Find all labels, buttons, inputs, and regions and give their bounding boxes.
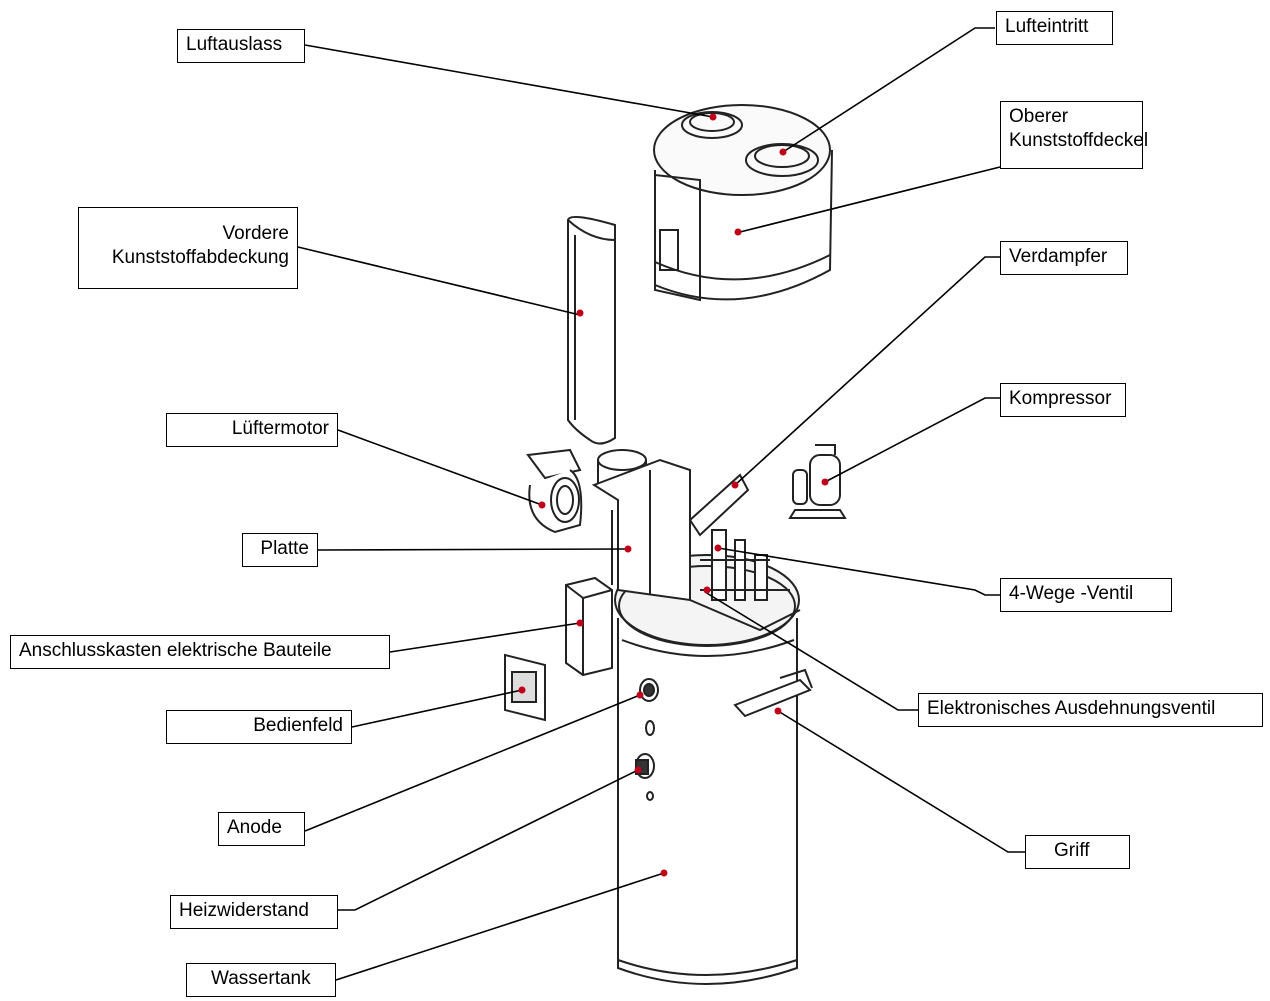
label-vordere-line2: Kunststoffabdeckung: [111, 247, 289, 268]
compressor-part: [788, 444, 847, 519]
small-port: [646, 791, 654, 801]
fan-motor-part: [526, 448, 583, 534]
label-lufteintritt: Lufteintritt: [996, 11, 1113, 45]
label-vordere-line1: Vordere: [222, 223, 289, 244]
label-anode: Anode: [218, 812, 305, 846]
label-vordere-kunststoffabdeckung: Vordere Kunststoffabdeckung: [78, 207, 298, 289]
plate-part: [591, 458, 691, 602]
label-bedienfeld: Bedienfeld: [166, 710, 352, 744]
top-cover: [653, 104, 833, 302]
label-ausdehnungsventil: Elektronisches Ausdehnungsventil: [918, 693, 1263, 727]
control-panel-part: [504, 653, 546, 722]
label-luftauslass: Luftauslass: [177, 29, 305, 63]
valve-cluster: [689, 529, 801, 632]
label-oberer-kunststoffdeckel: Oberer Kunststoffdeckel: [1000, 101, 1149, 169]
label-heizwiderstand: Heizwiderstand: [170, 895, 338, 929]
leader-lines: [297, 27, 1025, 981]
label-4-wege-ventil: 4-Wege -Ventil: [1000, 578, 1172, 612]
label-oberer-line1: Oberer: [1009, 106, 1069, 127]
label-verdampfer: Verdampfer: [1000, 241, 1128, 275]
port: [645, 720, 655, 736]
label-platte: Platte: [242, 533, 318, 567]
heating-element-fitting: [635, 753, 655, 779]
marker-dots: [518, 113, 829, 877]
label-luftermotor: Lüftermotor: [166, 413, 338, 447]
front-cover-part: [567, 215, 616, 445]
evaporator-part: [688, 473, 750, 590]
label-wassertank: Wassertank: [186, 963, 336, 997]
label-oberer-line2: Kunststoffdeckel: [1009, 130, 1149, 151]
handle-part: [733, 668, 813, 718]
junction-box-part: [565, 576, 613, 677]
label-griff: Griff: [1025, 835, 1130, 869]
anode-fitting: [639, 678, 659, 702]
label-anschlusskasten: Anschlusskasten elektrische Bauteile: [10, 635, 390, 669]
label-kompressor: Kompressor: [1000, 383, 1126, 417]
